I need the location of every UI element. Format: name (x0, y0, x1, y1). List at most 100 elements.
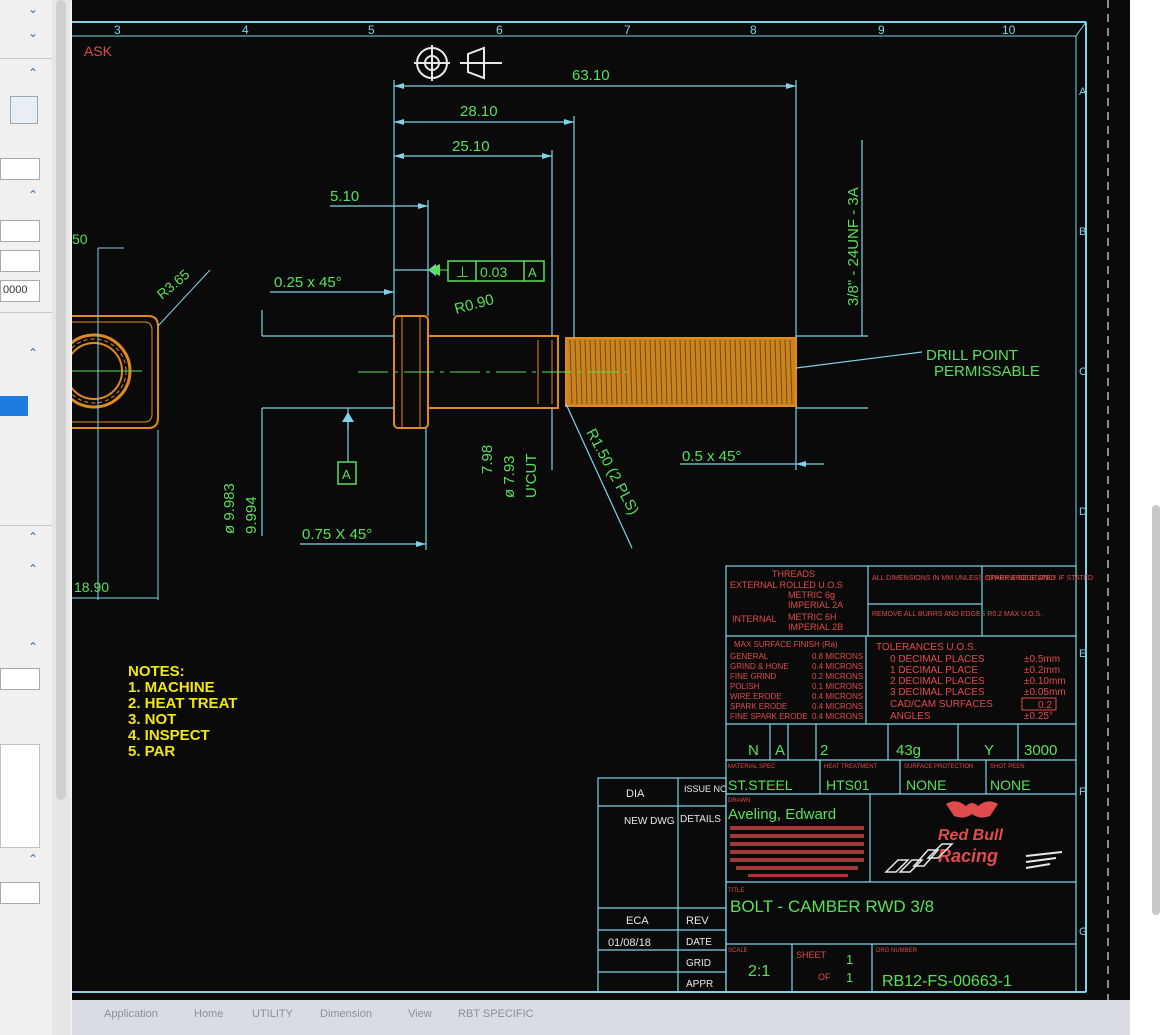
tb-tol-row: 0 DECIMAL PLACES (890, 654, 985, 665)
zone-row: F (1079, 786, 1086, 798)
chevron-up-icon[interactable]: ⌃ (28, 530, 39, 544)
zone-col: 10 (1002, 23, 1016, 37)
tb-spec-value: Y (984, 742, 994, 759)
tb-tol-header: TOLERANCES U.O.S. (876, 642, 976, 653)
thread-hatch (759, 339, 763, 405)
tb-sheet-label: SHEET (796, 950, 827, 960)
ribbon-tab[interactable]: Dimension (320, 1008, 372, 1020)
zone-row: A (1079, 86, 1087, 98)
tb-finish-row: POLISH (730, 682, 760, 691)
note-item: 5. PAR (128, 743, 175, 760)
chevron-up-icon[interactable]: ⌃ (28, 188, 39, 202)
gdt-datum-ref: A (528, 265, 537, 280)
thread-hatch (664, 339, 668, 405)
tb-threads-header: THREADS (772, 569, 815, 579)
tb-finish-val: 0.8 MICRONS (812, 652, 863, 661)
thread-hatch (654, 339, 658, 405)
tb-finish-val: 0.4 MICRONS (812, 662, 863, 671)
ribbon-tab[interactable]: Application (104, 1008, 158, 1020)
tb-external-rolled: EXTERNAL ROLLED U.O.S (730, 580, 843, 590)
tb-spec-value: 3000 (1024, 742, 1057, 759)
drawing-canvas[interactable]: 3 4 5 6 7 8 9 10 A B C D E F G ASK (72, 0, 1130, 1000)
right-gutter (1130, 0, 1170, 1035)
notes-heading: NOTES: (128, 663, 185, 680)
tb-drawing-number: RB12-FS-00663-1 (882, 973, 1012, 990)
value-field[interactable]: 0000 (0, 280, 40, 302)
note-drill-point: DRILL POINT (926, 347, 1018, 364)
notes-block: NOTES: 1. MACHINE 2. HEAT TREAT 3. NOT 4… (128, 663, 237, 760)
tb-imperial-int: IMPERIAL 2B (788, 622, 843, 632)
note-item: 1. MACHINE (128, 679, 215, 696)
panel-divider (0, 525, 52, 526)
thread-hatch (724, 339, 728, 405)
ribbon-tab[interactable]: UTILITY (252, 1008, 293, 1020)
dropdown-1[interactable] (0, 158, 40, 180)
dim-chamfer-bottom: 0.75 X 45° (302, 526, 372, 543)
tb-tol-val: ±0.2mm (1024, 665, 1060, 676)
thread-hatch (659, 339, 663, 405)
svg-text:A: A (342, 467, 351, 482)
dropdown-3[interactable] (0, 250, 40, 272)
tb-tol-val: ±0.25° (1024, 711, 1053, 722)
tb-tol-row: ANGLES (890, 711, 931, 722)
dropdown-4[interactable] (0, 668, 40, 690)
dim-tip-chamfer: 0.5 x 45° (682, 448, 741, 465)
taper-icon (460, 46, 502, 80)
tb-heat-label: HEAT TREATMENT (824, 764, 878, 770)
ribbon-tab[interactable]: Home (194, 1008, 224, 1020)
tb-spec-value: 2 (820, 742, 828, 759)
tb-burrs-note: REMOVE ALL BURRS AND EDGES R0.2 MAX U.O.… (872, 611, 1042, 618)
list-box[interactable] (0, 744, 40, 848)
tb-tol-row: CAD/CAM SURFACES (890, 699, 993, 710)
dropdown-2[interactable] (0, 220, 40, 242)
tb-imperial-ext: IMPERIAL 2A (788, 600, 843, 610)
ribbon-tab-bar: Application Home UTILITY Dimension View … (72, 1000, 1130, 1035)
title-block: THREADS EXTERNAL ROLLED U.O.S METRIC 6g … (725, 565, 1093, 993)
gdt-symbol: ⊥ (456, 264, 469, 281)
chevron-up-icon[interactable]: ⌃ (28, 852, 39, 866)
dropdown-5[interactable] (0, 882, 40, 904)
tb-finish-row: WIRE ERODE (730, 692, 782, 701)
dim-25: 25.10 (452, 138, 490, 155)
panel-scroll-thumb[interactable] (56, 0, 66, 800)
sheet-ask-label: ASK (84, 43, 113, 59)
tb-tol-val: 0.2 (1038, 700, 1052, 711)
thread-hatch (754, 339, 758, 405)
tb-surface: NONE (906, 777, 946, 793)
chevron-up-icon[interactable]: ⌃ (28, 640, 39, 654)
chevron-down-icon[interactable]: ⌄ (28, 26, 39, 40)
note-drill-point-2: PERMISSABLE (934, 363, 1040, 380)
thread-hatch (584, 339, 588, 405)
zone-col: 3 (114, 23, 121, 37)
svg-text:Red Bull: Red Bull (938, 827, 1003, 844)
thread-hatch (779, 339, 783, 405)
ribbon-tab[interactable]: View (408, 1008, 432, 1020)
tb-tol-row: 2 DECIMAL PLACES (890, 676, 985, 687)
pick-tool-icon[interactable] (10, 96, 38, 124)
bolt-part (358, 315, 797, 429)
dim-5: 5.10 (330, 188, 359, 205)
dim-left-bottom: 18.90 (74, 579, 109, 595)
note-item: 2. HEAT TREAT (128, 695, 237, 712)
chevron-up-icon[interactable]: ⌃ (28, 346, 39, 360)
vertical-scroll-thumb[interactable] (1152, 505, 1160, 915)
datum-a-marker: A (337, 461, 357, 485)
thread-hatch (784, 339, 788, 405)
selected-list-item[interactable] (0, 396, 28, 416)
tb-metric-int: METRIC 6H (788, 612, 837, 622)
thread-hatch (644, 339, 648, 405)
rev-col-dia: DIA (626, 788, 645, 800)
thread-hatch (774, 339, 778, 405)
tb-title: BOLT - CAMBER RWD 3/8 (730, 897, 934, 916)
thread-hatch (649, 339, 653, 405)
chevron-up-icon[interactable]: ⌃ (28, 66, 39, 80)
rev-date-value: 01/08/18 (608, 937, 651, 949)
dim-left-partial: 50 (72, 231, 88, 247)
chevron-up-icon[interactable]: ⌃ (28, 562, 39, 576)
thread-hatch (714, 339, 718, 405)
ribbon-tab[interactable]: RBT SPECIFIC (458, 1008, 534, 1020)
chevron-down-icon[interactable]: ⌄ (28, 2, 39, 16)
thread-hatch (789, 339, 793, 405)
thread-hatch (734, 339, 738, 405)
tb-finish-row: GENERAL (730, 652, 769, 661)
